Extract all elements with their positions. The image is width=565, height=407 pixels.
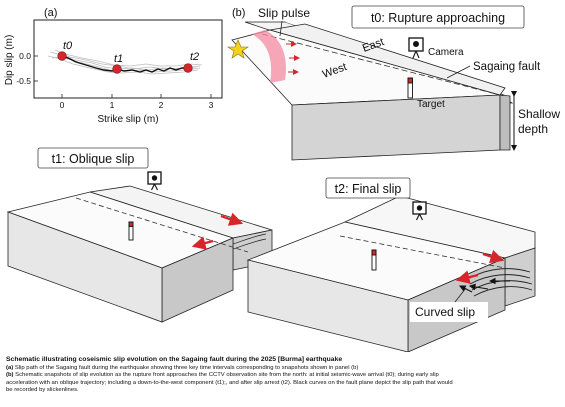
- caption-a-label: (a): [6, 365, 14, 371]
- t1-camera-icon: [147, 171, 162, 191]
- camera-label: Camera: [428, 47, 464, 58]
- panel-b-t2-scene: t2: Final slip Curved slip: [246, 177, 536, 352]
- t1-title-box: [37, 147, 149, 169]
- x-tick-label: 2: [159, 100, 164, 110]
- epicenter-star-icon: [227, 39, 249, 59]
- t1-arrow-east: [220, 212, 244, 226]
- caption-line-a: (a) Slip path of the Sagaing fault durin…: [6, 365, 559, 372]
- t2-fault-trace: [339, 235, 506, 269]
- x-axis-title: Strike slip (m): [97, 114, 158, 125]
- panel-b-label: (b): [232, 7, 245, 19]
- caption-b-text-1: Schematic snapshots of slip evolution as…: [15, 372, 439, 379]
- caption-line-b2: acceleration with an oblique trajectory;…: [6, 379, 453, 386]
- schematic-figure: (a) 0.0 -0.5 0 1 2 3 Strike slip (m) Dip…: [4, 5, 560, 352]
- t0-title: t0: Rupture approaching: [371, 11, 505, 25]
- caption-title: Schematic illustrating coseismic slip ev…: [6, 356, 343, 363]
- t2-west-side: [247, 259, 409, 352]
- slip-point-t2: [183, 63, 193, 73]
- shallow-depth-line-2: depth: [518, 122, 548, 136]
- curved-slip-leader: [454, 287, 467, 303]
- y-tick-label: -0.5: [16, 76, 31, 86]
- shallow-depth-line-1: Shallow: [518, 107, 560, 121]
- t2-east-front: [504, 247, 536, 307]
- t2-camera-icon: [412, 201, 427, 221]
- t0-front-face: [291, 94, 501, 161]
- point-label-t1: t1: [114, 53, 123, 65]
- slip-pulse-band: [252, 30, 286, 83]
- t2-title: t2: Final slip: [335, 182, 402, 196]
- caption-a-text: Slip path of the Sagaing fault during th…: [14, 365, 359, 371]
- t0-fault-trace: [261, 33, 505, 97]
- t2-target-marker: [371, 249, 377, 271]
- target-label: Target: [417, 99, 445, 110]
- x-tick-label: 3: [209, 100, 214, 110]
- caption-b-label: (b): [6, 372, 14, 379]
- curved-slip-label: Curved slip: [415, 305, 475, 319]
- point-label-t2: t2: [190, 51, 199, 63]
- camera-icon: [408, 37, 424, 59]
- main-slip-path: [61, 55, 188, 73]
- t1-target-marker: [128, 221, 134, 241]
- panel-b-t1-scene: t1: Oblique slip: [6, 147, 273, 323]
- t1-fault-trace: [75, 197, 249, 253]
- point-label-t0: t0: [63, 40, 73, 52]
- panel-b-t0-scene: (b) Slip pulse West: [227, 5, 560, 161]
- x-tick-label: 1: [110, 100, 115, 110]
- fault-leader: [446, 65, 471, 79]
- t2-title-box: [325, 177, 411, 199]
- slip-pulse-label: Slip pulse: [258, 6, 310, 20]
- t1-west-side: [7, 211, 163, 323]
- caption-line-b1: (b) Schematic snapshots of slip evolutio…: [6, 372, 559, 379]
- y-axis-title: Dip slip (m): [4, 35, 15, 86]
- t0-target-marker: [407, 77, 413, 99]
- slip-point-t1: [112, 64, 122, 74]
- x-tick-label: 0: [60, 100, 65, 110]
- panel-a-slip-path: (a) 0.0 -0.5 0 1 2 3 Strike slip (m) Dip…: [4, 7, 223, 125]
- t1-arrow-west: [191, 236, 214, 250]
- t0-title-box: [351, 5, 525, 29]
- slip-point-t0: [57, 51, 67, 61]
- t2-arrow-east: [482, 249, 505, 264]
- figure-caption: Schematic illustrating coseismic slip ev…: [6, 355, 559, 394]
- y-tick-label: 0.0: [19, 51, 31, 61]
- t0-east-strip: [269, 23, 506, 96]
- t1-title: t1: Oblique slip: [52, 152, 135, 166]
- slip-pulse-leader: [279, 20, 283, 37]
- fault-label: Sagaing fault: [473, 61, 541, 73]
- panel-a-label: (a): [44, 7, 57, 19]
- t2-arrow-west: [455, 270, 479, 284]
- caption-line-b3: be recorded by slickenlines.: [6, 386, 79, 393]
